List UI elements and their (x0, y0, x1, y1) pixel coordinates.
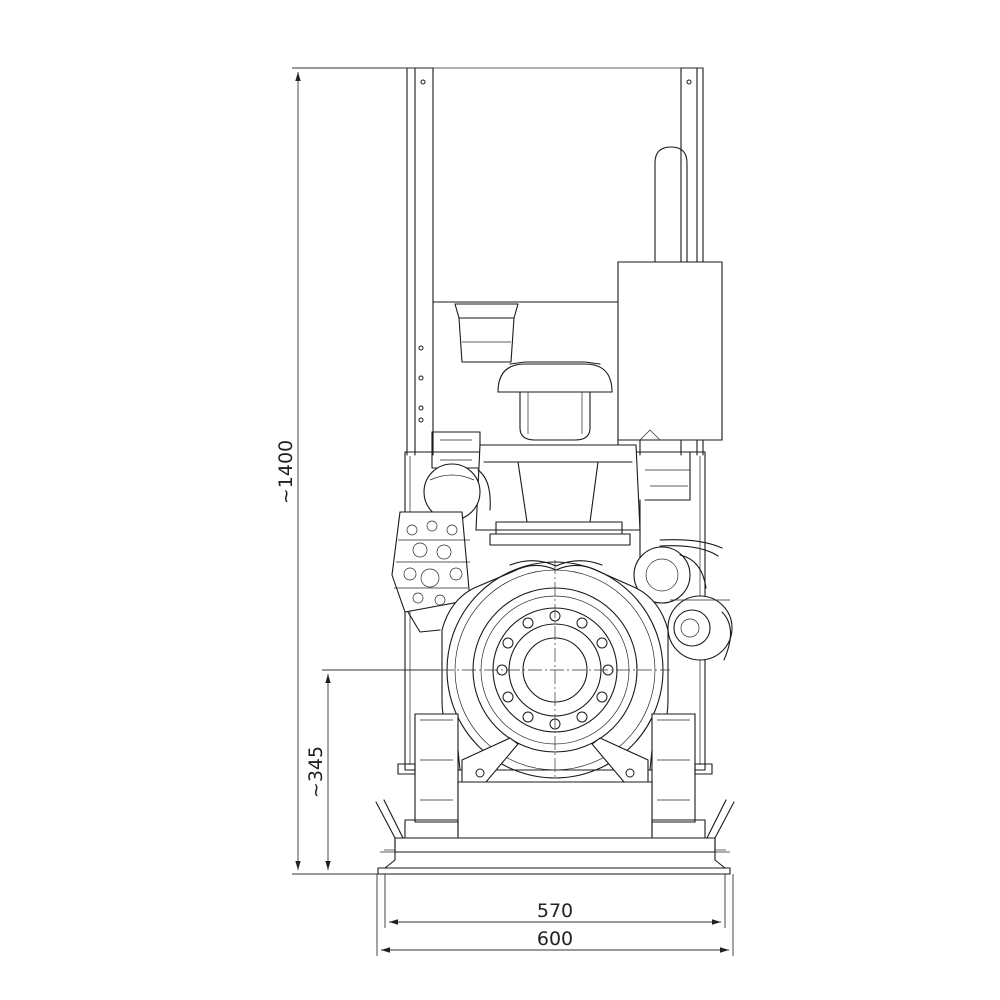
dimension-outer-width: 600 (376, 874, 734, 956)
shaft-height-label: ~345 (305, 746, 327, 798)
fuel-injection-pump (391, 511, 471, 633)
air-filter (497, 361, 613, 441)
inner-width-label: 570 (537, 900, 573, 922)
intake-housing (454, 303, 519, 363)
center-lines (440, 560, 670, 780)
alternator (423, 463, 491, 521)
total-height-label: ~1400 (275, 440, 297, 504)
dimension-shaft-height: ~345 (305, 669, 440, 870)
starter-motor (633, 546, 733, 661)
dimension-total-height: ~1400 (275, 67, 407, 875)
engine-mounts (397, 713, 713, 839)
exhaust-stack (617, 146, 723, 456)
dimension-inner-width: 570 (384, 874, 726, 928)
base-skid (375, 799, 735, 875)
outer-width-label: 600 (537, 928, 573, 950)
